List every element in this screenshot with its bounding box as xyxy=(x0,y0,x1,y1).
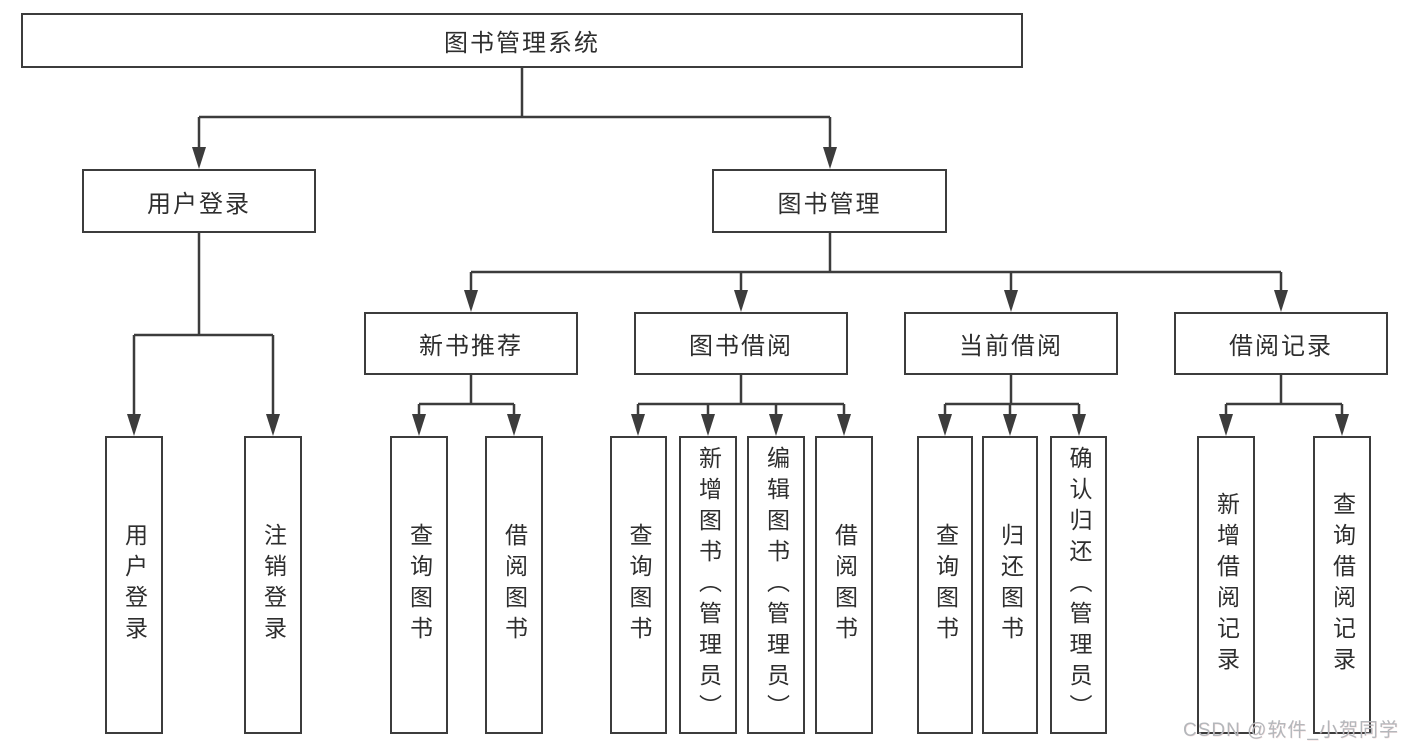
node-user-login: 用户登录 xyxy=(82,169,316,233)
node-root-label: 图书管理系统 xyxy=(444,30,600,57)
node-book-management-label: 图书管理 xyxy=(777,190,882,218)
node-root: 图书管理系统 xyxy=(21,13,1023,68)
node-borrow-records-label: 借阅记录 xyxy=(1229,333,1333,360)
leaf-bb-edit-books-label: 编辑图书（管理员） xyxy=(763,445,790,725)
leaf-cb-confirm-return-label: 确认归还（管理员） xyxy=(1066,445,1092,725)
node-borrow-records: 借阅记录 xyxy=(1174,312,1388,375)
leaf-br-add-record-label: 新增借阅记录 xyxy=(1213,492,1240,678)
leaf-nb-query-books-label: 查询图书 xyxy=(406,523,433,647)
leaf-nb-query-books: 查询图书 xyxy=(390,436,448,734)
node-book-management: 图书管理 xyxy=(712,169,947,233)
leaf-bb-add-books: 新增图书（管理员） xyxy=(679,436,737,734)
leaf-bb-add-books-label: 新增图书（管理员） xyxy=(695,445,722,725)
leaf-nb-borrow-books: 借阅图书 xyxy=(485,436,543,734)
leaf-bb-query-books: 查询图书 xyxy=(610,436,667,734)
node-new-book-recommend: 新书推荐 xyxy=(364,312,578,375)
node-current-borrow-label: 当前借阅 xyxy=(959,333,1063,360)
leaf-br-query-record: 查询借阅记录 xyxy=(1313,436,1371,734)
leaf-cb-query-books-label: 查询图书 xyxy=(932,523,959,647)
leaf-cb-return-books: 归还图书 xyxy=(982,436,1038,734)
leaf-cb-query-books: 查询图书 xyxy=(917,436,973,734)
leaf-bb-edit-books: 编辑图书（管理员） xyxy=(747,436,805,734)
node-book-borrow: 图书借阅 xyxy=(634,312,848,375)
leaf-bb-borrow-books-label: 借阅图书 xyxy=(831,523,858,647)
node-book-borrow-label: 图书借阅 xyxy=(689,333,793,360)
leaf-br-query-record-label: 查询借阅记录 xyxy=(1329,492,1356,678)
node-current-borrow: 当前借阅 xyxy=(904,312,1118,375)
leaf-logout: 注销登录 xyxy=(244,436,302,734)
arrowheads xyxy=(127,147,1349,436)
leaf-br-add-record: 新增借阅记录 xyxy=(1197,436,1255,734)
leaf-cb-confirm-return: 确认归还（管理员） xyxy=(1050,436,1107,734)
leaf-user-login: 用户登录 xyxy=(105,436,163,734)
node-new-book-recommend-label: 新书推荐 xyxy=(419,333,523,360)
leaf-user-login-label: 用户登录 xyxy=(121,523,148,647)
node-user-login-label: 用户登录 xyxy=(147,190,251,218)
leaf-bb-query-books-label: 查询图书 xyxy=(626,523,652,647)
leaf-nb-borrow-books-label: 借阅图书 xyxy=(501,523,528,647)
leaf-bb-borrow-books: 借阅图书 xyxy=(815,436,873,734)
leaf-cb-return-books-label: 归还图书 xyxy=(997,523,1024,647)
leaf-logout-label: 注销登录 xyxy=(260,523,287,647)
connector-lines xyxy=(132,68,1344,420)
